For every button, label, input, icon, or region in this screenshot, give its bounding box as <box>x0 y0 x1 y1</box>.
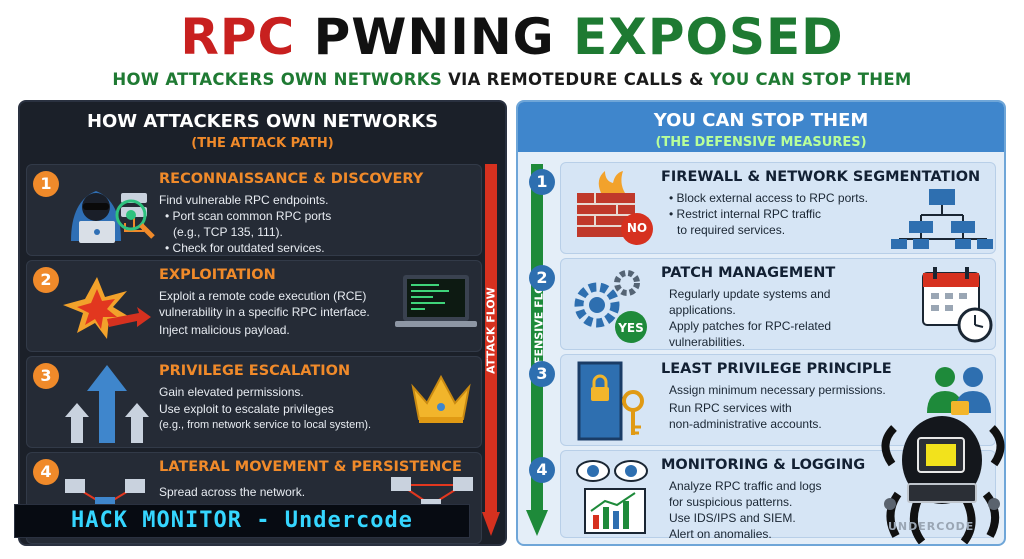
step-number: 4 <box>529 457 555 483</box>
step-number: 4 <box>33 459 59 485</box>
body-line: Find vulnerable RPC endpoints. <box>159 193 329 207</box>
attack-step-body: Exploit a remote code execution (RCE) vu… <box>159 289 399 339</box>
attack-panel-header: HOW ATTACKERS OWN NETWORKS (THE ATTACK P… <box>20 102 505 151</box>
page-subtitle: HOW ATTACKERS OWN NETWORKS VIA REMOTEDUR… <box>0 70 1024 89</box>
eyes-chart-icon <box>576 460 648 534</box>
body-line: Spread across the network. <box>159 485 306 499</box>
attack-step-body: Find vulnerable RPC endpoints. • Port sc… <box>159 193 389 257</box>
octopus-hacker-logo-icon <box>881 416 1005 544</box>
explosion-arrow-icon <box>63 277 151 339</box>
defense-step-body: Regularly update systems and application… <box>669 287 869 351</box>
step-number: 3 <box>33 363 59 389</box>
body-line: to required services. <box>677 223 786 237</box>
title-word-rpc: RPC <box>180 8 296 66</box>
gears-icon <box>574 270 647 343</box>
attack-step-body: Gain elevated permissions. Use exploit t… <box>159 385 409 434</box>
body-line: Use exploit to escalate privileges <box>159 402 334 416</box>
attack-step-title: PRIVILEGE ESCALATION <box>159 363 351 379</box>
step-number: 1 <box>529 169 555 195</box>
crown-icon <box>411 374 471 423</box>
calendar-clock-icon <box>922 267 993 343</box>
attack-step-body: Spread across the network. <box>159 485 389 501</box>
defense-step-body: Analyze RPC traffic and logs for suspici… <box>669 479 869 543</box>
defense-panel-subtitle: (THE DEFENSIVE MEASURES) <box>655 135 867 150</box>
body-line: non-administrative accounts. <box>669 417 822 431</box>
step-number: 1 <box>33 171 59 197</box>
code-laptop-icon <box>395 275 477 327</box>
attack-flow-label: ATTACK FLOW <box>484 287 498 374</box>
no-badge: NO <box>626 221 648 235</box>
attack-step-title: LATERAL MOVEMENT & PERSISTENCE <box>159 459 462 475</box>
network-segmentation-icon <box>891 189 993 249</box>
title-word-pwning: PWNING <box>313 8 555 66</box>
step-number: 2 <box>33 267 59 293</box>
body-line: for suspicious patterns. <box>669 495 793 509</box>
yes-badge: YES <box>618 321 644 335</box>
users-lock-icon <box>927 367 991 415</box>
body-line: Inject malicious payload. <box>159 323 290 337</box>
body-line: (e.g., from network service to local sys… <box>159 419 372 431</box>
body-line: vulnerabilities. <box>669 335 746 349</box>
defense-flow-arrow <box>526 164 548 536</box>
escalation-arrows-icon <box>65 365 149 443</box>
body-line: Apply patches for RPC-related <box>669 319 832 333</box>
defense-step-title: FIREWALL & NETWORK SEGMENTATION <box>661 169 981 185</box>
target-magnifier-icon <box>115 199 155 239</box>
attack-step-title: EXPLOITATION <box>159 267 276 283</box>
hack-monitor-banner: HACK MONITOR - Undercode <box>14 504 470 538</box>
body-line: Use IDS/IPS and SIEM. <box>669 511 796 525</box>
subtitle-part-2: VIA REMOTEDURE CALLS & <box>448 70 704 89</box>
body-line: Assign minimum necessary permissions. <box>669 383 886 397</box>
subtitle-part-1: HOW ATTACKERS OWN NETWORKS <box>112 70 443 89</box>
body-line: applications. <box>669 303 736 317</box>
body-line: Regularly update systems and <box>669 287 831 301</box>
attack-step-3: 3 PRIVILEGE ESCALATION Gain elevated per… <box>26 356 482 448</box>
attack-step-title: RECONNAISSANCE & DISCOVERY <box>159 171 424 187</box>
body-line: Exploit a remote code execution (RCE) <box>159 289 367 303</box>
defense-step-title: PATCH MANAGEMENT <box>661 265 836 281</box>
body-line: • Restrict internal RPC traffic <box>669 207 822 221</box>
defense-step-title: LEAST PRIVILEGE PRINCIPLE <box>661 361 892 377</box>
attack-step-1: 1 RECONNAISSANCE & DISCOVERY Find vulner… <box>26 164 482 256</box>
banner-text: HACK MONITOR - Undercode <box>71 508 413 533</box>
step-number: 2 <box>529 265 555 291</box>
firewall-icon <box>577 171 653 245</box>
attack-panel: HOW ATTACKERS OWN NETWORKS (THE ATTACK P… <box>18 100 507 546</box>
body-line: Gain elevated permissions. <box>159 385 304 399</box>
defense-step-2: 2 YES PATCH MANAGEMENT Regularly update … <box>529 258 996 351</box>
body-line: Alert on anomalies. <box>669 527 772 541</box>
subtitle-part-3: YOU CAN STOP THEM <box>709 70 912 89</box>
body-line: • Block external access to RPC ports. <box>669 191 868 205</box>
attack-flow-arrow <box>482 164 500 536</box>
step-number: 3 <box>529 361 555 387</box>
defense-step-body: Assign minimum necessary permissions. Ru… <box>669 383 909 433</box>
body-line: • Port scan common RPC ports <box>165 209 332 223</box>
body-line: (e.g., TCP 135, 111). <box>173 225 283 239</box>
page-title: RPC PWNING EXPOSED <box>0 8 1024 66</box>
body-line: • Check for outdated services. <box>165 241 325 255</box>
body-line: vulnerability in a specific RPC interfac… <box>159 305 370 319</box>
defense-step-title: MONITORING & LOGGING <box>661 457 866 473</box>
body-line: Analyze RPC traffic and logs <box>669 479 822 493</box>
defense-panel-title: YOU CAN STOP THEM <box>653 110 869 131</box>
defense-panel: YOU CAN STOP THEM (THE DEFENSIVE MEASURE… <box>516 100 1006 546</box>
defense-step-3: 3 LEAST PRIVILEGE PRINCIPLE Assign minim… <box>529 354 996 446</box>
locked-door-keys-icon <box>577 361 644 441</box>
defense-panel-header: YOU CAN STOP THEM (THE DEFENSIVE MEASURE… <box>518 102 1004 152</box>
attack-step-2: 2 EXPLOITATION Exploit a remote code exe… <box>26 260 482 352</box>
defense-step-1: 1 NO FIREWALL & NETWORK SEGMENTATION • B… <box>529 162 996 254</box>
attack-panel-subtitle: (THE ATTACK PATH) <box>191 136 334 151</box>
body-line: Run RPC services with <box>669 401 792 415</box>
watermark-text: UNDERCODE <box>888 520 975 533</box>
attack-panel-title: HOW ATTACKERS OWN NETWORKS <box>86 111 439 132</box>
title-word-exposed: EXPOSED <box>573 8 844 66</box>
defense-step-body: • Block external access to RPC ports. • … <box>669 191 869 239</box>
